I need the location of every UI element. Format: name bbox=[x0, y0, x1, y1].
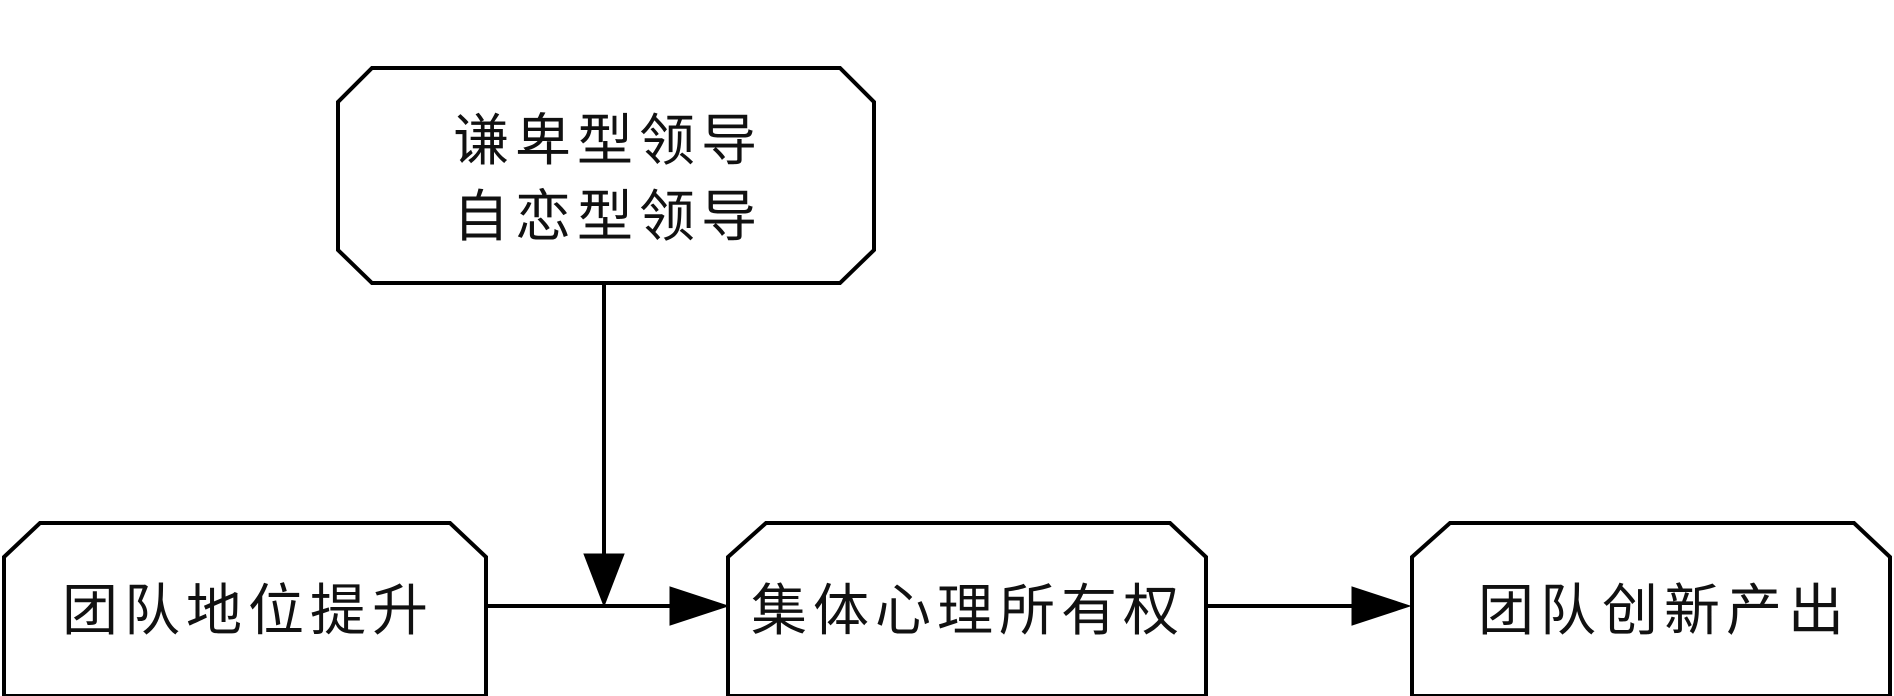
edge-moderator-to-path bbox=[583, 283, 625, 608]
moderator-box bbox=[336, 66, 876, 285]
independent-box bbox=[2, 521, 488, 696]
moderator-label-line1: 谦卑型领导 bbox=[453, 109, 763, 174]
edge-independent-to-mediator bbox=[486, 586, 730, 626]
mediator-label: 集体心理所有权 bbox=[751, 579, 1185, 644]
moderator-node: 谦卑型领导 自恋型领导 bbox=[336, 66, 876, 285]
edge-mediator-to-outcome bbox=[1206, 586, 1412, 626]
mediator-node: 集体心理所有权 bbox=[726, 521, 1208, 696]
outcome-box bbox=[1410, 521, 1892, 696]
independent-label: 团队地位提升 bbox=[62, 579, 434, 644]
outcome-label: 团队创新产出 bbox=[1478, 579, 1850, 644]
arrowhead-to-outcome bbox=[1351, 586, 1412, 626]
outcome-node: 团队创新产出 bbox=[1410, 521, 1892, 696]
moderator-label-line2: 自恋型领导 bbox=[453, 185, 763, 250]
arrowhead-moderator bbox=[583, 553, 625, 608]
mediator-box bbox=[726, 521, 1208, 696]
arrowhead-to-mediator bbox=[669, 586, 730, 626]
independent-node: 团队地位提升 bbox=[2, 521, 488, 696]
